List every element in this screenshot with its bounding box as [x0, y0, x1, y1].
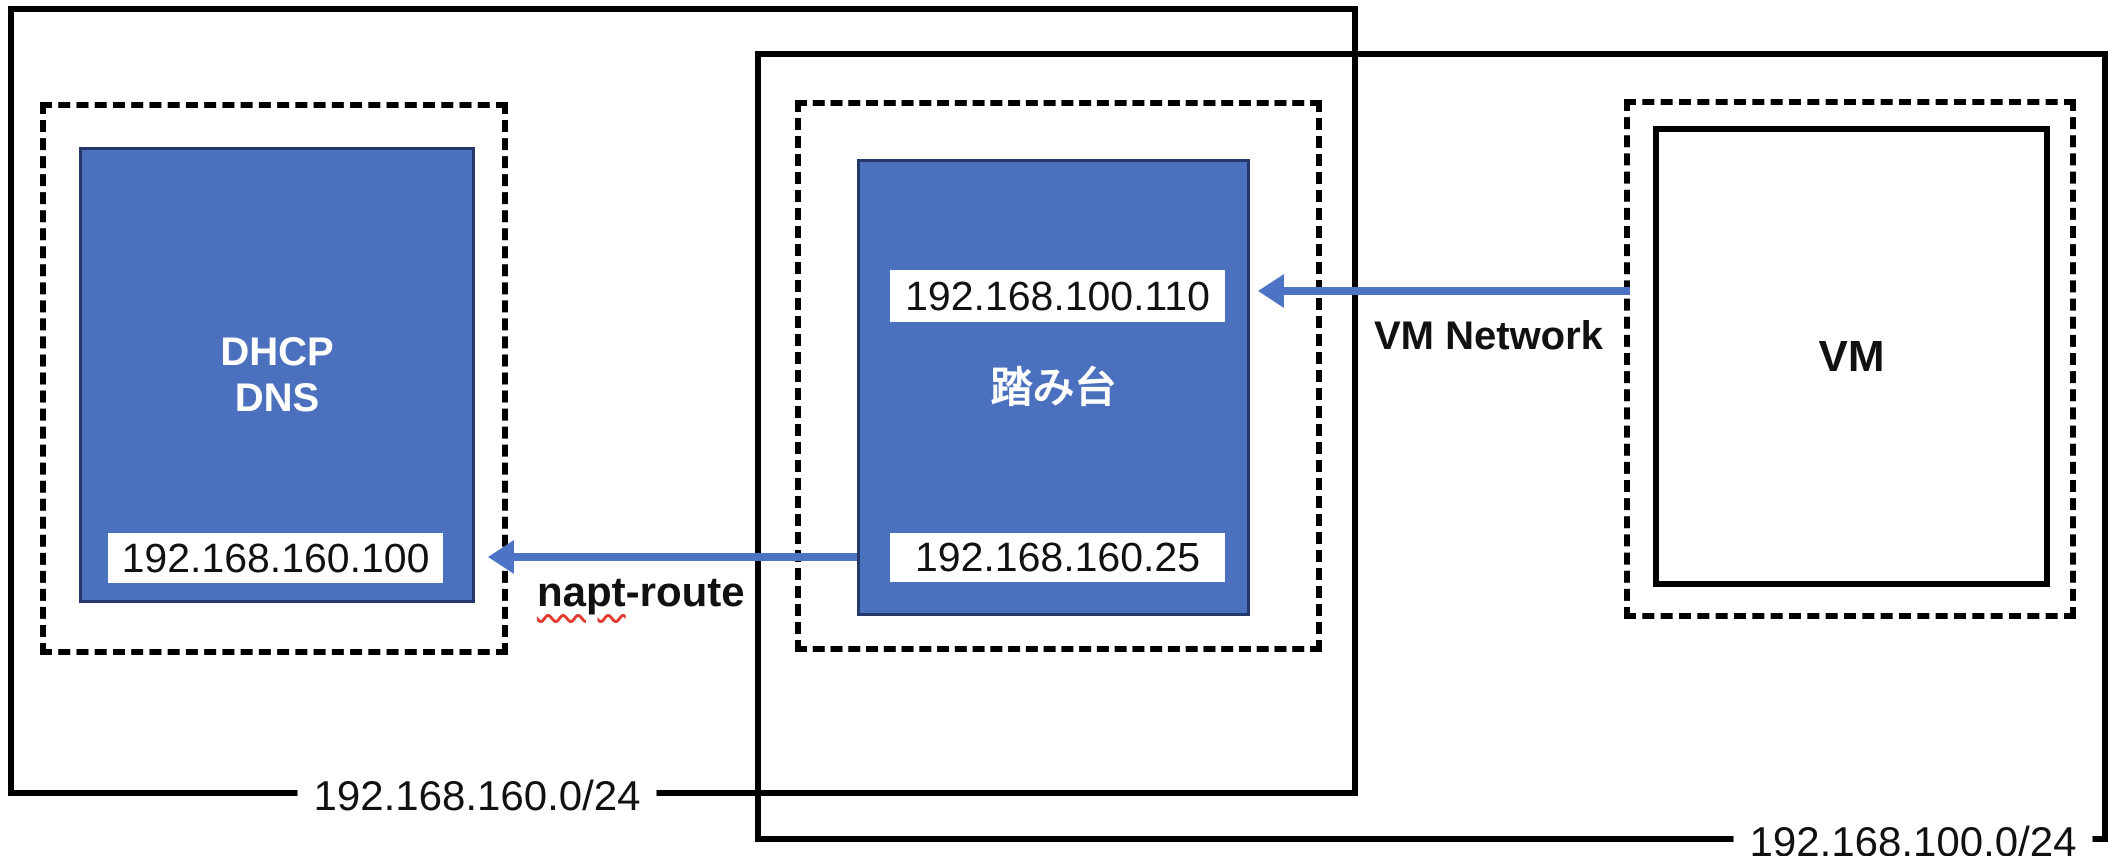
napt-route-label-rest: -route — [625, 568, 745, 615]
bastion-node-name: 踏み台 — [990, 363, 1117, 411]
vm-network-link-label: VM Network — [1374, 314, 1603, 358]
napt-route-arrow — [488, 540, 857, 574]
napt-route-link-label: napt-route — [537, 568, 745, 616]
bastion-160-ip-label: 192.168.160.25 — [890, 533, 1225, 582]
vm-host-group-dashed-box — [1624, 99, 2076, 619]
dhcp-label: DHCP — [220, 330, 334, 374]
left-arrowhead-icon — [488, 540, 514, 574]
vm-node: VM — [1653, 126, 2050, 587]
dns-label: DNS — [234, 376, 320, 420]
dhcp-dns-node-name: DHCP DNS — [82, 150, 472, 600]
vm-network-arrow — [1258, 274, 1630, 308]
dhcp-dns-ip-label: 192.168.160.100 — [108, 533, 443, 583]
network-100-boundary-box — [755, 51, 2108, 842]
left-arrowhead-icon — [1258, 274, 1284, 308]
dhcp-dns-host-group-dashed-box — [40, 102, 508, 655]
arrow-shaft — [1282, 287, 1630, 295]
bastion-host-group-dashed-box — [795, 100, 1322, 652]
bastion-vm-network-ip-label: 192.168.100.110 — [890, 270, 1225, 322]
network-100-cidr-label: 192.168.100.0/24 — [1733, 816, 2093, 856]
napt-route-label-misspelled-part: napt — [537, 568, 626, 615]
dhcp-dns-node: DHCP DNS 192.168.160.100 — [79, 147, 475, 603]
network-160-boundary-box — [8, 6, 1358, 796]
arrow-shaft — [512, 553, 857, 561]
network-160-cidr-label: 192.168.160.0/24 — [297, 770, 657, 822]
bastion-node: 192.168.100.110 踏み台 192.168.160.25 — [857, 159, 1250, 616]
